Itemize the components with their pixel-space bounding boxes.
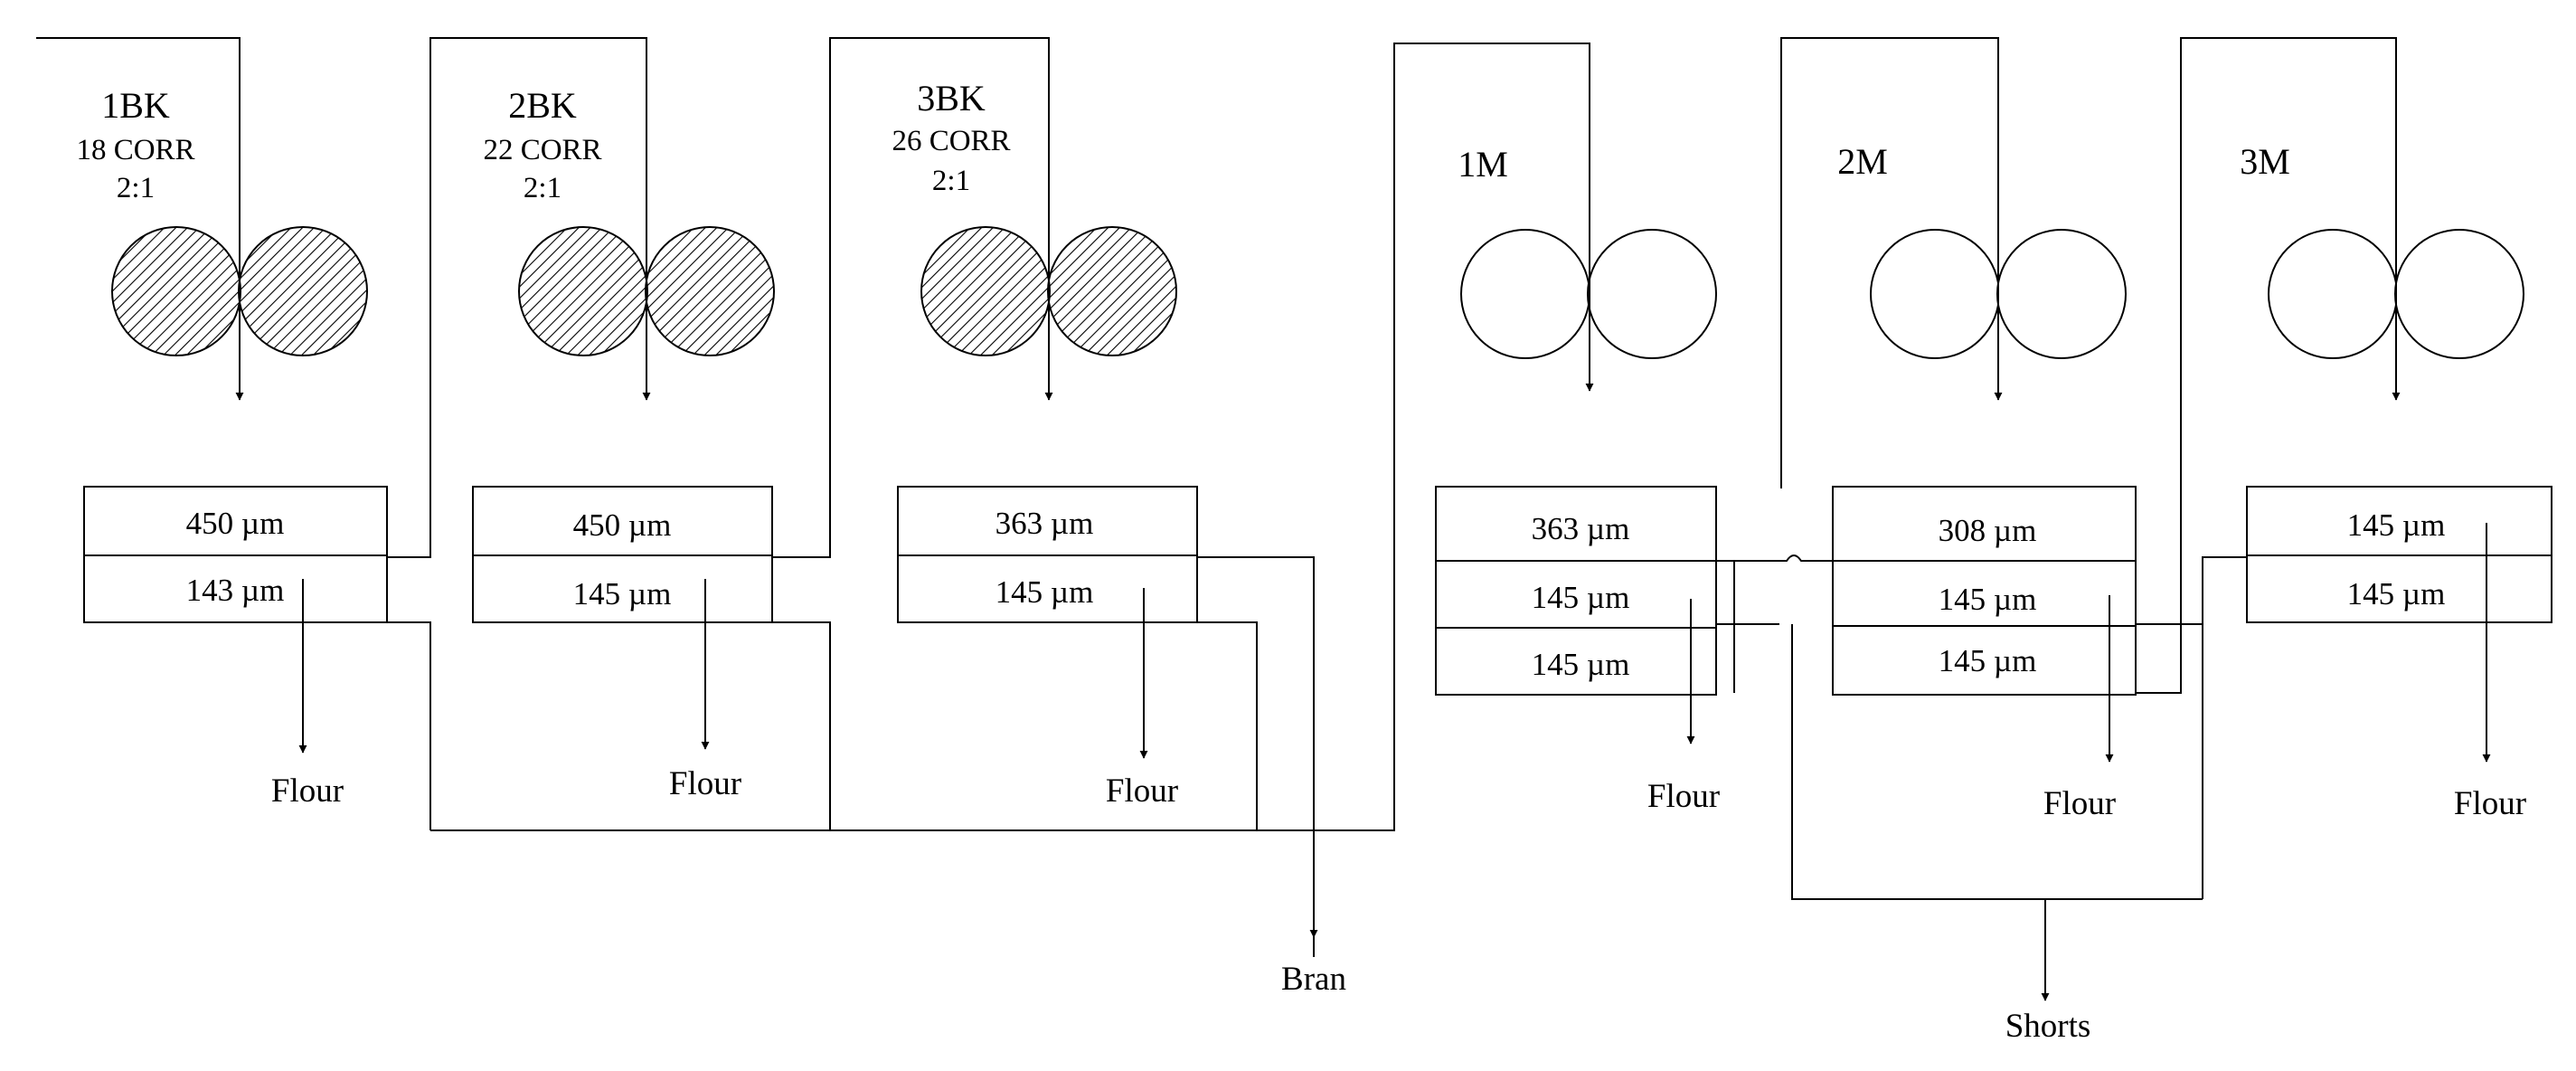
roll-left-1bk — [111, 226, 241, 356]
sieve-m2-label-3: 145 µm — [1939, 643, 2037, 678]
sieve-m3-top — [2246, 486, 2552, 556]
roll-right-1m — [1587, 229, 1717, 359]
roll-left-3m — [2268, 229, 2398, 359]
sieve-bk3: 363 µm 145 µm — [897, 486, 1198, 623]
roll-right-3m — [2394, 229, 2524, 359]
sieve-bk3-label-2: 145 µm — [995, 574, 1094, 610]
roll-corr-1bk: 18 CORR — [76, 134, 194, 166]
line-2bk-middlings — [772, 621, 831, 830]
sieve-m2-middle — [1832, 560, 2137, 627]
sieve-bk2-label-2: 145 µm — [573, 576, 672, 611]
reduction-roll-1m: 1M — [1458, 144, 1717, 359]
sieve-m3-bottom — [2246, 554, 2552, 623]
sieve-bk1-bottom — [83, 554, 388, 623]
middlings-collector — [430, 43, 1590, 831]
sieve-bk3-label-1: 363 µm — [995, 506, 1094, 541]
sieve-m1-label-3: 145 µm — [1532, 647, 1630, 682]
break-roll-2bk: 2BK 22 CORR 2:1 — [483, 85, 775, 356]
roll-name-2bk: 2BK — [508, 85, 577, 126]
sieve-m3-label-2: 145 µm — [2347, 576, 2446, 611]
sieve-m1-bottom — [1435, 627, 1717, 696]
roll-name-1m: 1M — [1458, 144, 1508, 185]
roll-ratio-2bk: 2:1 — [524, 172, 561, 204]
flour-label-m1: Flour — [1647, 778, 1720, 815]
roll-left-3bk — [920, 226, 1051, 356]
sieve-m3: 145 µm 145 µm — [2246, 486, 2552, 623]
line-2m-feed — [1780, 37, 1999, 488]
shorts-collector — [1791, 624, 2203, 900]
sieve-m2-bottom — [1832, 625, 2137, 696]
line-1m-to-2m — [1716, 554, 2136, 562]
sieve-m2-label-2: 145 µm — [1939, 582, 2037, 617]
sieve-bk1: 450 µm 143 µm — [83, 486, 388, 623]
flour-label-m3: Flour — [2454, 785, 2526, 822]
sieve-bk2: 450 µm 145 µm — [472, 486, 773, 623]
flour-label-bk3: Flour — [1106, 772, 1178, 810]
sieve-bk2-bottom — [472, 554, 773, 623]
sieve-bk3-bottom — [897, 554, 1198, 623]
roll-name-3bk: 3BK — [917, 78, 986, 118]
roll-name-3m: 3M — [2240, 141, 2290, 182]
sieve-bk1-label-1: 450 µm — [186, 506, 285, 541]
roll-name-2m: 2M — [1837, 141, 1888, 182]
roll-right-1bk — [238, 226, 368, 356]
line-2bk-to-3bk — [772, 37, 1050, 558]
flour-label-bk2: Flour — [669, 765, 741, 802]
line-1bk-middlings — [387, 621, 431, 830]
roll-corr-2bk: 22 CORR — [483, 134, 601, 166]
sieve-bk2-label-1: 450 µm — [573, 507, 672, 543]
roll-ratio-1bk: 2:1 — [117, 172, 155, 204]
roll-right-3bk — [1047, 226, 1177, 356]
output-labels: Flour Flour Flour Flour Flour Flour Bran… — [271, 765, 2526, 1045]
roll-corr-3bk: 26 CORR — [892, 125, 1010, 157]
feed-arrows — [235, 271, 2401, 401]
sieve-bk2-top — [472, 486, 773, 556]
roll-left-2m — [1870, 229, 2000, 359]
sieve-m1-label-1: 363 µm — [1532, 511, 1630, 546]
line-3m-shorts — [2202, 556, 2247, 899]
sieve-bk3-top — [897, 486, 1198, 556]
line-3bk-middlings — [1197, 621, 1258, 830]
flow-lines — [36, 37, 2397, 1000]
sieve-m1-label-2: 145 µm — [1532, 580, 1630, 615]
roll-left-2bk — [518, 226, 648, 356]
sieve-m1-middle — [1435, 560, 1717, 629]
reduction-roll-3m: 3M — [2240, 141, 2524, 359]
output-arrows — [298, 523, 2491, 1001]
roll-name-1bk: 1BK — [101, 85, 170, 126]
sieve-m2: 308 µm 145 µm 145 µm — [1832, 486, 2137, 696]
line-3bk-to-bran — [1197, 556, 1315, 957]
flour-label-m2: Flour — [2043, 785, 2116, 822]
sieve-m3-label-1: 145 µm — [2347, 507, 2446, 543]
sieve-bk1-top — [83, 486, 388, 556]
sieve-m1-top — [1435, 486, 1717, 562]
sieve-m2-top — [1832, 486, 2137, 562]
roll-ratio-3bk: 2:1 — [932, 165, 970, 197]
bran-label: Bran — [1281, 961, 1346, 998]
break-roll-1bk: 1BK 18 CORR 2:1 — [76, 85, 368, 356]
roll-left-1m — [1460, 229, 1590, 359]
reduction-roll-2m: 2M — [1837, 141, 2127, 359]
roll-right-2bk — [645, 226, 775, 356]
break-roll-3bk: 3BK 26 CORR 2:1 — [892, 78, 1177, 356]
roll-right-2m — [1996, 229, 2127, 359]
shorts-label: Shorts — [2005, 1008, 2091, 1045]
flour-label-bk1: Flour — [271, 772, 344, 810]
sieve-m2-label-1: 308 µm — [1939, 513, 2037, 548]
line-1bk-to-2bk — [387, 37, 647, 558]
sieve-m1: 363 µm 145 µm 145 µm — [1435, 486, 1717, 696]
sieve-bk1-label-2: 143 µm — [186, 573, 285, 608]
line-2m-to-3m — [2136, 37, 2397, 694]
